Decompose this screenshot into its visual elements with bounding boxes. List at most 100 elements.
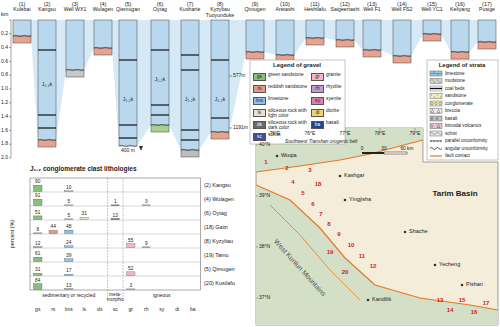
basement-unit — [211, 132, 229, 139]
city-label: Pishan — [466, 281, 483, 287]
depth-tick — [9, 20, 11, 21]
axis-tick-label: gr — [129, 307, 133, 313]
callout-number: 4 — [291, 179, 294, 186]
legend-text: coal beds — [445, 86, 465, 91]
strata-column — [423, 20, 441, 34]
bar-value: 52 — [128, 266, 133, 271]
city-dot — [367, 299, 370, 302]
unconformity — [246, 51, 264, 53]
legend-text: basalt — [445, 116, 457, 121]
row-label: (18) Gaizi — [204, 224, 228, 230]
row-label: (8) Kyzyltau — [204, 238, 233, 244]
axis-tick-label: lms — [65, 307, 73, 313]
latitude-label: 37°N — [259, 295, 270, 301]
fault-line — [256, 140, 423, 172]
swatch-label: gr — [315, 74, 319, 79]
basement-unit — [66, 70, 84, 77]
coal-bed — [119, 137, 137, 138]
legend-text: siliceous rock with light color — [268, 108, 308, 119]
unconformity — [151, 124, 169, 126]
row-divider — [30, 248, 201, 249]
basement-unit — [38, 140, 56, 147]
bar-value: 51 — [35, 210, 40, 215]
row-label: (20) Kusilafu — [204, 280, 235, 286]
legend-text: parallel unconformity — [445, 138, 487, 143]
longitude-label: 78°E — [375, 131, 386, 137]
callout-number: 10 — [348, 242, 355, 249]
bar — [127, 288, 136, 290]
column-name: Pusige — [479, 7, 495, 13]
bar-value: 5 — [67, 199, 70, 204]
formation-label: J₁₋₂k — [154, 77, 167, 83]
coal-bed — [38, 49, 56, 50]
legend-pattern — [430, 148, 442, 150]
legend-pattern — [430, 131, 442, 136]
coal-bed — [181, 129, 199, 130]
basement-unit — [478, 42, 496, 49]
legend-title: Legend of gravel — [273, 62, 321, 69]
depth-tick — [9, 158, 11, 159]
callout-number: 14 — [447, 307, 454, 314]
correlation-band — [324, 20, 336, 40]
column-name: Kangsu — [38, 7, 56, 13]
bar-value: 1 — [114, 199, 117, 204]
bar — [127, 272, 136, 276]
city-label: Yecheng — [439, 261, 460, 267]
basement-unit — [393, 56, 411, 63]
bar-value: 5 — [67, 213, 70, 218]
axis-title: percent (%) — [9, 220, 15, 248]
axis-tick-label: di — [175, 307, 179, 313]
depth-marker — [229, 76, 232, 77]
depth-tick — [9, 144, 11, 145]
kunlun-region — [256, 185, 498, 325]
latitude-label: 39°N — [259, 193, 270, 199]
grid-tick — [256, 247, 258, 248]
coal-bed — [181, 139, 199, 140]
legend-text: conglomerate — [445, 101, 473, 106]
legend-pattern — [430, 141, 442, 142]
unconformity — [181, 149, 199, 151]
depth-tick — [9, 47, 11, 48]
callout-number: 1 — [264, 159, 267, 166]
correlation-band — [441, 20, 451, 52]
bar-value: 13 — [113, 213, 118, 218]
column-name: Kusharte — [180, 7, 201, 13]
strata-column — [181, 20, 199, 150]
swatch-label: ds — [257, 122, 262, 127]
bar — [65, 204, 74, 206]
row-label: (5) Qimugen — [204, 266, 235, 272]
unconformity — [423, 33, 441, 35]
bar — [142, 246, 151, 248]
coal-bed — [181, 69, 199, 70]
callout-number: 3 — [308, 167, 311, 174]
scale-label: 0 — [361, 146, 364, 151]
legend-text: angular unconformity — [445, 146, 488, 151]
bar-value: 55 — [128, 238, 133, 243]
callout-number: 12 — [370, 263, 377, 270]
bar — [65, 274, 74, 275]
depth-tick — [9, 61, 11, 62]
row-divider — [30, 220, 201, 221]
depth-tick — [9, 102, 11, 103]
formation-label: J₁₋₂k — [122, 97, 135, 103]
column-name: Well F1 — [363, 7, 381, 13]
correlation-band — [381, 20, 393, 56]
longitude-label: 75°E — [270, 131, 281, 137]
axis-tick-label: gs — [35, 307, 40, 313]
bar-value: 17 — [66, 268, 71, 273]
callout-number: 7 — [319, 211, 322, 218]
legend-text: bimodal volcanics — [445, 123, 481, 128]
callout-number: 5 — [301, 190, 304, 197]
coal-bed — [151, 104, 169, 105]
depth-label: 400 m — [121, 148, 135, 154]
city-dot — [461, 284, 464, 287]
unconformity — [451, 51, 469, 53]
callout-number: 20 — [342, 269, 349, 276]
basement-unit — [306, 38, 324, 45]
legend-pattern — [439, 102, 441, 104]
correlation-band — [469, 20, 478, 52]
scale-value: 1.2 — [1, 100, 8, 106]
bar-value: 39 — [66, 253, 71, 258]
callout-number: 16 — [471, 309, 478, 316]
bar-value: 90 — [35, 179, 40, 184]
